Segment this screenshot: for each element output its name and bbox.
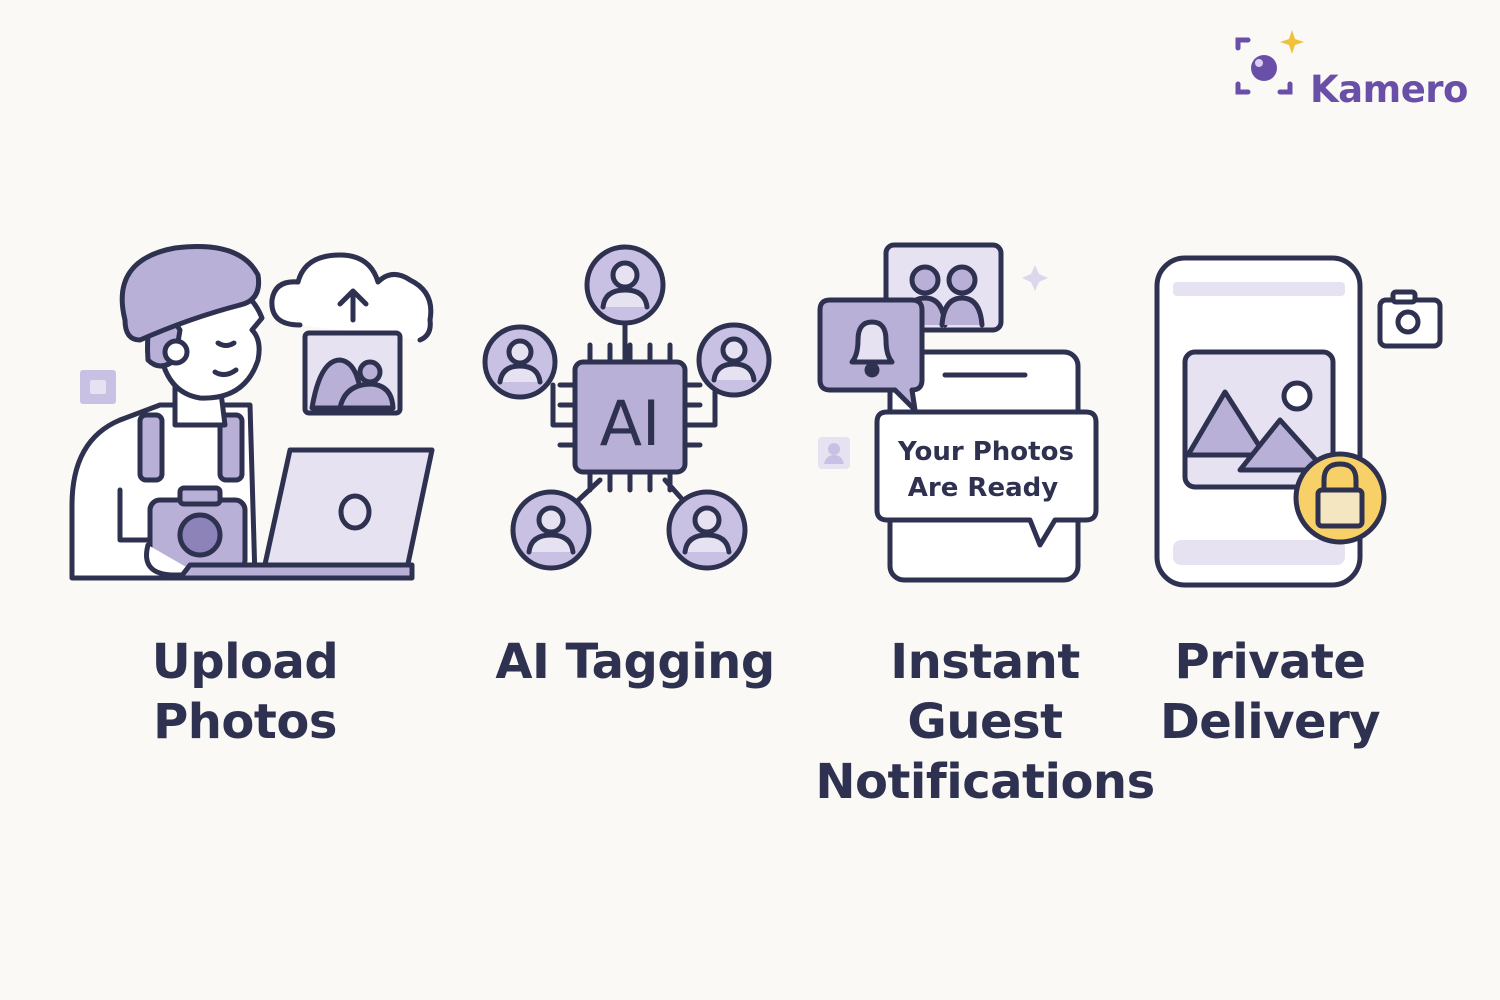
photographer-upload-icon [69, 244, 435, 581]
person-node-left [482, 324, 558, 400]
camera-focus-logo-icon [1235, 30, 1304, 95]
brand-name: Kamero [1310, 68, 1468, 111]
caption-private-delivery: Private Delivery [1145, 632, 1395, 752]
notification-line-2: Are Ready [908, 473, 1058, 503]
caption-ai-tagging: AI Tagging [470, 632, 800, 692]
brand-logo: Kamero [1228, 26, 1478, 111]
caption-line: Private [1174, 634, 1366, 690]
caption-line: Instant [890, 634, 1080, 690]
lock-icon [1293, 451, 1387, 545]
person-node-top [584, 244, 666, 326]
caption-instant-guest-notifications: Instant Guest Notifications [805, 632, 1165, 812]
phone-notification-icon: Your Photos Are Ready [817, 242, 1099, 583]
caption-line: Guest [907, 694, 1063, 750]
person-node-bottom-left [510, 489, 592, 571]
camera-icon [1377, 289, 1443, 349]
caption-line: Upload [151, 634, 339, 690]
ai-chip-label: AI [600, 387, 661, 460]
notification-line-1: Your Photos [897, 437, 1074, 467]
ai-chip-network-icon: AI [482, 244, 772, 571]
caption-line: Delivery [1159, 694, 1381, 750]
caption-line: Notifications [815, 754, 1155, 810]
person-node-right [696, 322, 772, 398]
caption-line: Photos [153, 694, 337, 750]
locked-phone-gallery-icon [1154, 255, 1443, 588]
caption-upload-photos: Upload Photos [100, 632, 390, 752]
person-node-bottom-right [666, 489, 748, 571]
caption-line: AI Tagging [495, 634, 775, 690]
